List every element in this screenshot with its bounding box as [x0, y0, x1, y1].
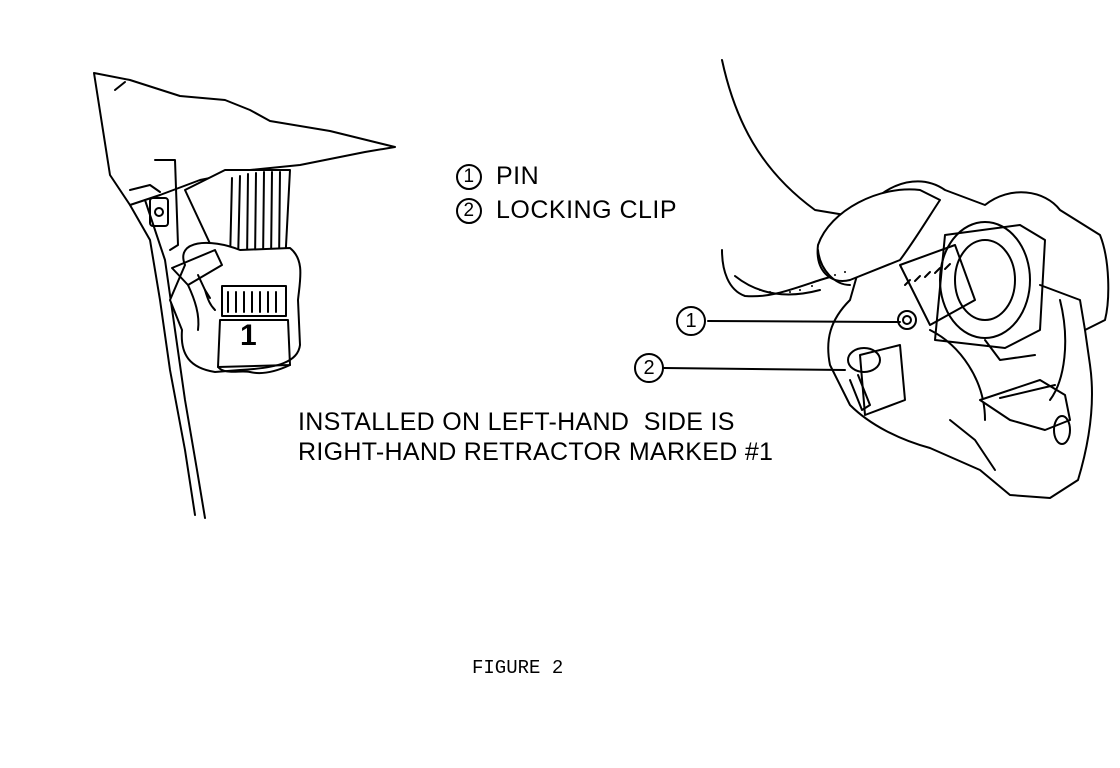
locking-clip-leader-line — [663, 367, 846, 371]
caption-line-2: RIGHT-HAND RETRACTOR MARKED #1 — [298, 438, 774, 466]
installation-caption: INSTALLED ON LEFT-HAND SIDE IS RIGHT-HAN… — [298, 407, 773, 467]
legend-label-pin: PIN — [496, 162, 540, 190]
retractor-marker: 1 — [240, 319, 257, 352]
legend-item-locking-clip: 2 LOCKING CLIP — [456, 196, 677, 225]
right-retractor-drawing — [721, 59, 1110, 499]
callout-pin: 1 — [676, 306, 706, 336]
shading-stipple — [759, 269, 846, 295]
legend-label-locking-clip: LOCKING CLIP — [496, 196, 678, 224]
figure-label: FIGURE 2 — [472, 657, 564, 679]
callout-locking-clip: 2 — [634, 353, 664, 383]
legend-number-2: 2 — [456, 197, 482, 224]
legend-item-pin: 1 PIN — [456, 162, 539, 191]
left-retractor-drawing — [93, 72, 396, 519]
pin-leader-line — [707, 320, 901, 323]
legend-number-1: 1 — [456, 163, 482, 190]
caption-line-1: INSTALLED ON LEFT-HAND SIDE IS — [298, 408, 735, 436]
